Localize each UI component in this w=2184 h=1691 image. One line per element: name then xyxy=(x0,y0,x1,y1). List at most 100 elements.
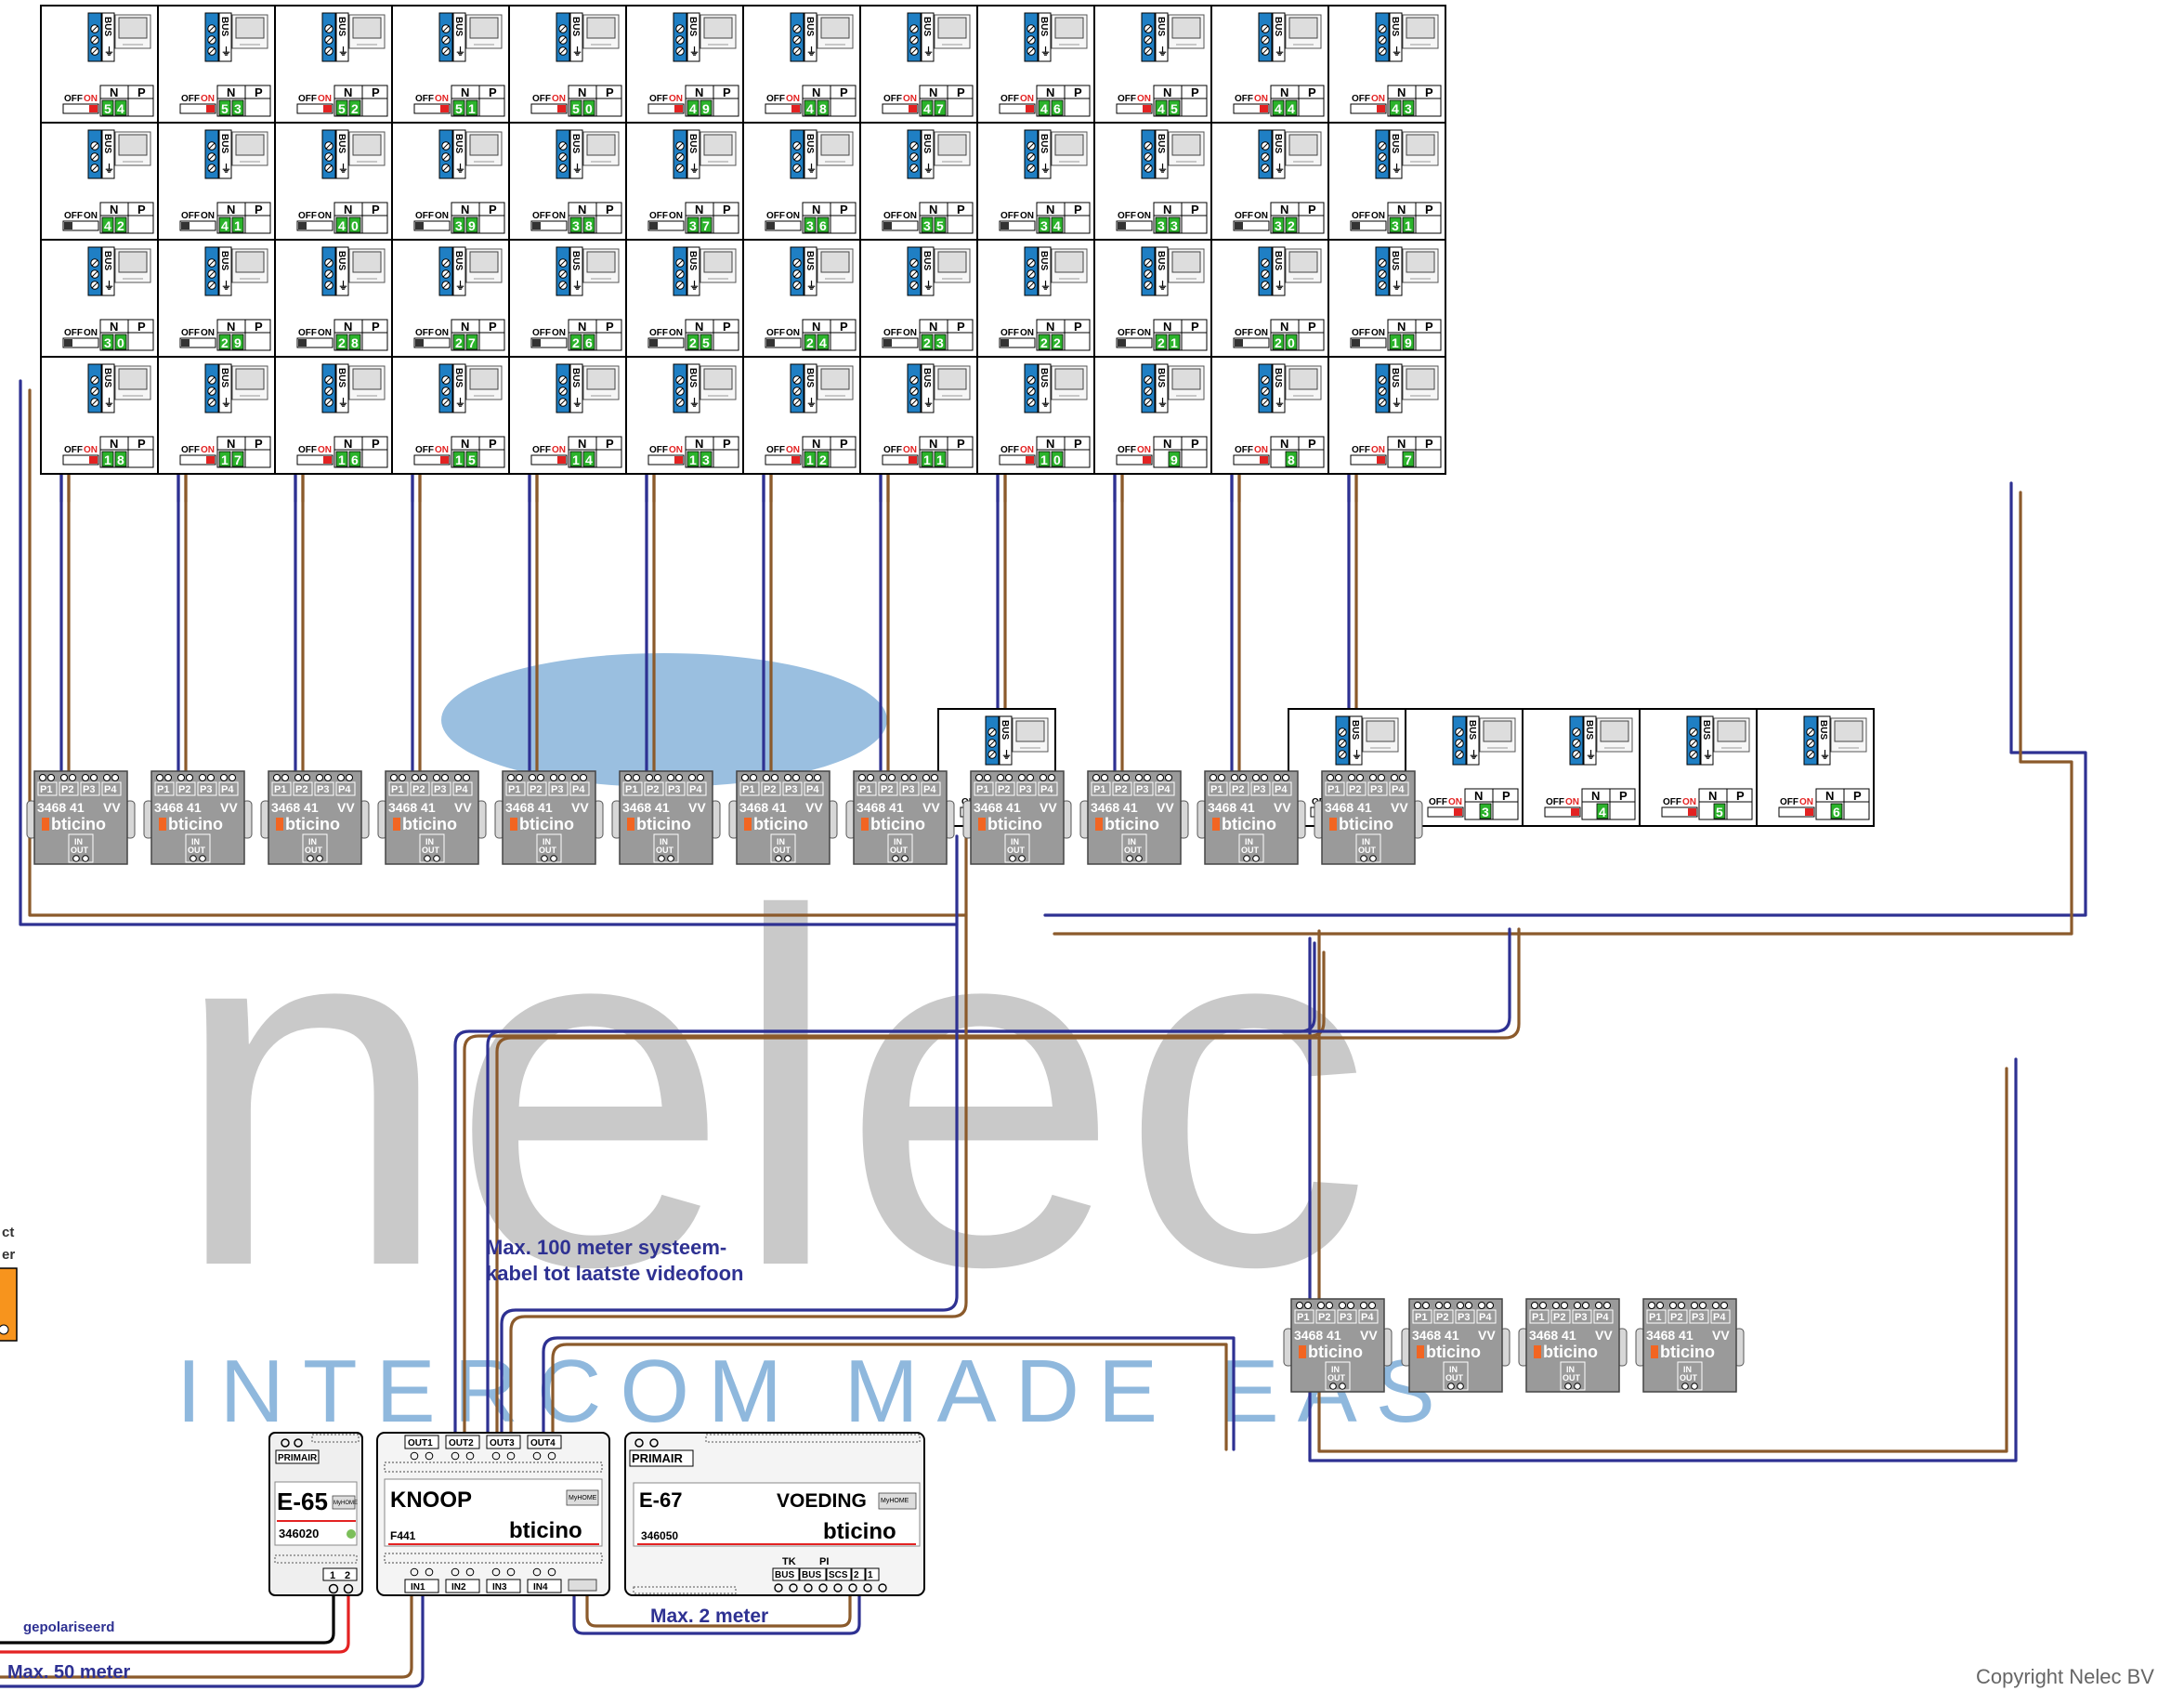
address-digit: 3 xyxy=(234,101,242,116)
knoop-name: KNOOP xyxy=(390,1488,472,1513)
knoop-out-screw xyxy=(491,1451,501,1461)
address-digit: 5 xyxy=(104,101,111,116)
bus-terminal-screw-slot xyxy=(91,36,98,44)
splitter-port-label-box xyxy=(59,781,79,796)
monitor-screen xyxy=(820,17,850,39)
splitter-port-label-box xyxy=(1455,1309,1475,1324)
knoop-out-label: OUT3 xyxy=(490,1438,515,1448)
switch-off-label: OFF xyxy=(1429,797,1447,807)
splitter-in-label: IN xyxy=(1449,1365,1458,1374)
p-label: P xyxy=(1191,203,1199,216)
bus-label: BUS xyxy=(453,251,464,270)
bus-terminal-screw-slot xyxy=(793,153,801,161)
splitter-port-screw xyxy=(1296,1302,1303,1309)
earth-symbol: ⏚ xyxy=(689,46,700,58)
switch-body xyxy=(179,103,216,114)
watermark-logo: nelec xyxy=(172,810,1371,1370)
splitter-inout-screw xyxy=(1339,1383,1346,1390)
splitter-port-screw xyxy=(805,774,813,781)
monitor-screen xyxy=(820,368,850,390)
n-label: N xyxy=(1046,320,1054,334)
e65-terminal-screw xyxy=(343,1583,354,1594)
n-label: N xyxy=(110,437,118,451)
earth-symbol: ⏚ xyxy=(572,397,582,409)
splitter-port-screw xyxy=(1444,1302,1451,1309)
splitter-in-label: IN xyxy=(308,837,317,846)
p-label: P xyxy=(1853,789,1862,803)
address-digit: 4 xyxy=(1053,218,1061,233)
e67-logo-box xyxy=(878,1492,917,1510)
splitter-port-label: P2 xyxy=(1436,1312,1448,1323)
splitter-port-screw xyxy=(1040,774,1047,781)
switch-on-label: ON xyxy=(552,211,566,221)
bus-terminal-screw-slot xyxy=(910,153,918,161)
bus-terminal-screw-slot xyxy=(676,25,684,33)
splitter-port-screw xyxy=(1157,774,1164,781)
splitter-model: 3468 41 xyxy=(388,800,436,815)
address-digit: 3 xyxy=(702,452,710,467)
splitter-inout-screw xyxy=(784,855,791,862)
splitter-brand: bticino xyxy=(1339,815,1393,833)
n-label: N xyxy=(812,85,820,99)
splitter-port-label-box xyxy=(644,781,664,796)
switch-body xyxy=(1116,103,1153,114)
bus-terminal-screw-slot xyxy=(1262,47,1269,55)
knoop-logo: MyHOME xyxy=(569,1495,597,1501)
n-label: N xyxy=(695,437,703,451)
e67-primair-label: PRIMAIR xyxy=(632,1451,684,1465)
splitter-port-screw xyxy=(207,774,215,781)
switch-slider xyxy=(1235,339,1243,347)
splitter-port-label: P2 xyxy=(1232,784,1244,795)
switch-off-label: OFF xyxy=(415,94,434,104)
splitter-port-label-box xyxy=(1155,781,1175,796)
address-digit: 1 xyxy=(1392,335,1399,350)
splitter-port-screw xyxy=(316,774,323,781)
splitter-port-screw xyxy=(741,774,749,781)
address-digit-box xyxy=(921,216,934,233)
splitter-inout-screw xyxy=(307,855,314,862)
address-digit: 0 xyxy=(1288,335,1295,350)
address-digit: 2 xyxy=(338,335,346,350)
bus-label-box xyxy=(1272,12,1286,62)
address-digit: 1 xyxy=(936,452,944,467)
annotation-cut-line1: ct xyxy=(2,1225,14,1240)
earth-symbol: ⏚ xyxy=(572,46,582,58)
monitor-screen xyxy=(820,134,850,156)
splitter-port-label-box xyxy=(1229,781,1249,796)
splitter-port-label: P4 xyxy=(1713,1312,1726,1323)
bus-label: BUS xyxy=(1390,17,1400,36)
address-digit: 9 xyxy=(234,335,242,350)
switch-on-label: ON xyxy=(435,328,449,338)
earth-symbol: ⏚ xyxy=(1040,163,1051,175)
bus-terminal-screw-slot xyxy=(1144,282,1152,289)
bus-label-box xyxy=(1155,129,1169,179)
monitor-screen xyxy=(235,368,265,390)
address-digit-box xyxy=(582,451,595,467)
bus-label: BUS xyxy=(922,134,932,153)
p-label: P xyxy=(372,320,380,334)
bus-label-box xyxy=(687,129,700,179)
splitter-model: 3468 41 xyxy=(1325,800,1372,815)
splitter-brand: bticino xyxy=(402,815,457,833)
e67-terminal-screw xyxy=(789,1583,798,1593)
splitter-port-screw xyxy=(1582,1302,1589,1309)
splitter-port-screw xyxy=(177,774,185,781)
e67-vent-bottom xyxy=(633,1586,737,1594)
address-digit-box xyxy=(218,334,231,350)
address-digit-box xyxy=(452,451,465,467)
bus-label-box xyxy=(101,12,115,62)
switch-body xyxy=(647,454,685,465)
bus-terminal-screw-slot xyxy=(676,399,684,406)
bus-terminal-screw-slot xyxy=(1573,728,1580,736)
splitter-model: 3468 41 xyxy=(739,800,787,815)
address-digit-box xyxy=(1596,803,1609,819)
bus-label-box xyxy=(218,129,232,179)
earth-symbol: ⏚ xyxy=(923,46,934,58)
knoop-in-label-box xyxy=(486,1579,521,1593)
